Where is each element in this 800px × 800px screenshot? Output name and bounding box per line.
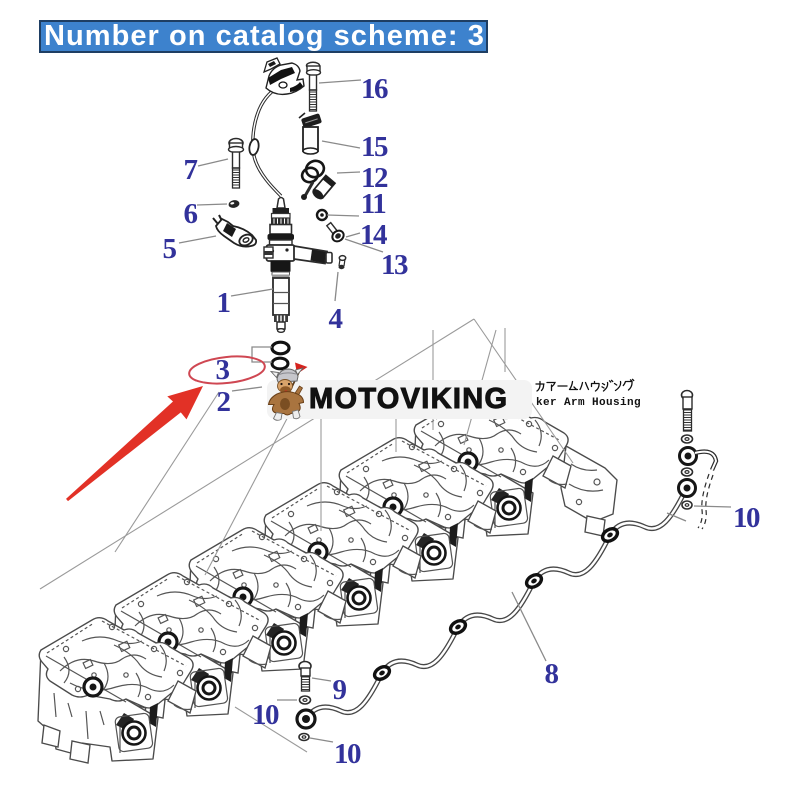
svg-text:16: 16 [361,73,388,105]
svg-text:5: 5 [163,233,177,265]
svg-text:2: 2 [217,386,231,418]
svg-text:8: 8 [545,658,559,690]
svg-text:4: 4 [329,303,343,335]
svg-text:1: 1 [217,287,230,319]
svg-text:6: 6 [184,198,198,230]
svg-text:3: 3 [216,354,230,386]
svg-text:10: 10 [252,699,279,731]
svg-text:7: 7 [184,154,198,186]
svg-text:14: 14 [360,219,387,251]
svg-text:11: 11 [361,188,385,220]
svg-text:12: 12 [361,162,388,194]
svg-text:9: 9 [333,674,347,706]
svg-text:10: 10 [334,738,361,770]
svg-text:MOTOVIKING: MOTOVIKING [309,383,508,415]
svg-text:13: 13 [381,249,408,281]
svg-text:10: 10 [733,502,760,534]
svg-text:15: 15 [361,131,388,163]
svg-text:ker Arm Housing: ker Arm Housing [536,397,641,409]
